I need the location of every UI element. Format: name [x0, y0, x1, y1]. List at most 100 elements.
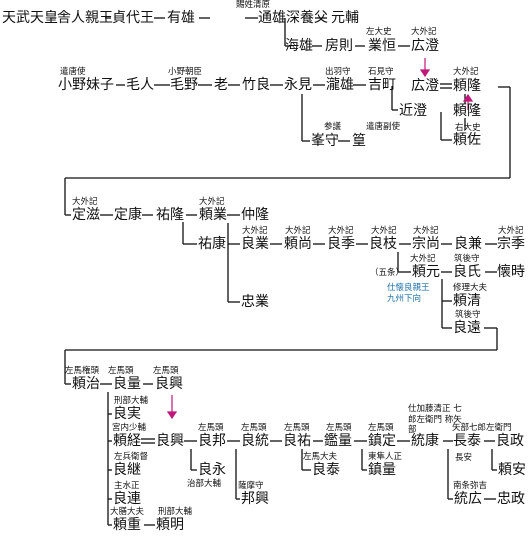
person-yorishige: 頼重 — [113, 517, 141, 533]
person-kenu: 毛野 — [170, 77, 198, 93]
note-kanenaga-2: 九州下向 — [387, 294, 422, 304]
person-narisune: 業恒 — [368, 38, 396, 54]
person-yoshimune: 良統 — [241, 433, 269, 449]
person-shizusada: 鎮定 — [368, 433, 396, 449]
person-shizukazu: 鎮量 — [368, 462, 396, 478]
title-hirozumi: 大外記 — [411, 27, 437, 37]
title-yoshitsura: 主水正 — [114, 481, 140, 491]
person-sukeyasu: 祐康 — [198, 236, 226, 252]
title-yoshinaga: 治部大輔 — [187, 479, 222, 489]
title-imoko: 遣唐使 — [60, 67, 86, 77]
title-yoshikazu: 左馬頭 — [108, 366, 134, 376]
title-yoshiyuki: 石見守 — [368, 67, 394, 77]
person-munesue: 宗季 — [497, 236, 525, 252]
person-takio: 瀧雄 — [326, 77, 354, 93]
title-yoritsune: 宮内少輔 — [112, 423, 147, 433]
person-yoshikuni: 良邦 — [198, 433, 226, 449]
person-sukedaka: 祐隆 — [156, 207, 184, 223]
person-oyu: 老 — [214, 77, 228, 93]
person-yoritaka: 頼隆 — [453, 78, 481, 94]
title-yoshinari: 大外記 — [242, 226, 268, 236]
title-yoshimune: 左馬頭 — [241, 423, 267, 433]
person-aritsugu: 有雄 — [167, 10, 195, 26]
person-yoshikane: 良兼 — [454, 236, 482, 252]
person-toneri: 舎人親王 — [57, 10, 113, 26]
title-shizusada: 左馬頭 — [368, 423, 394, 433]
title-yorishige: 大膳大夫 — [110, 507, 145, 517]
title-yorikiyo: 修理大夫 — [453, 283, 488, 293]
title-yoriaki: 刑部大輔 — [158, 507, 193, 517]
title-munesue: 大外記 — [498, 226, 524, 236]
title-yorimoto: 大外記 — [410, 254, 436, 264]
person-yoshisuke: 良祐 — [283, 433, 311, 449]
title-yoriharu: 左馬権頭 — [65, 366, 100, 376]
person-minemori: 峯守 — [311, 133, 339, 149]
person-nagayasu-alias: 長安 — [455, 453, 473, 463]
title-yoshikuni: 左馬頭 — [198, 423, 224, 433]
title-munehiro: 南条弥吉 — [453, 481, 488, 491]
person-yoshieda: 良枝 — [369, 236, 397, 252]
person-tadamasa: 忠政 — [497, 491, 525, 507]
person-motosuke: 元輔 — [331, 10, 359, 26]
person-yorikiyo: 頼清 — [453, 293, 481, 309]
title-yoritaka: 大外記 — [453, 67, 479, 77]
person-nakataka: 仲隆 — [241, 207, 269, 223]
person-yoritsune: 頼経 — [113, 433, 141, 449]
person-yoshitoki: 懐時 — [497, 264, 525, 280]
person-nagami: 永見 — [284, 77, 312, 93]
person-yoshinaga: 良永 — [198, 462, 226, 478]
title-noriyasu: 仕加藤清正 七郎左衛門 称矢部 — [408, 404, 462, 436]
title-yoshitsugu: 左兵衛督 — [114, 452, 149, 462]
title-kuniaki: 薩摩守 — [238, 481, 264, 491]
title-yoshisuke: 左馬頭 — [284, 423, 310, 433]
title-munenao: 大外記 — [413, 226, 439, 236]
person-takara: 竹良 — [242, 77, 270, 93]
person-sadayo: 貞代王 — [112, 10, 154, 26]
person-kanryo: 鑑量 — [324, 433, 352, 449]
title-yorinari: 大外記 — [199, 197, 225, 207]
person-takamura: 篁 — [352, 133, 366, 149]
person-hirozumi-2: 広澄 — [411, 78, 439, 94]
person-yoshizane: 良実 — [113, 406, 141, 422]
title-yoshiuji: 筑後守 — [454, 254, 480, 264]
person-yoshito: 良遠 — [453, 320, 481, 336]
title-minemori: 参議 — [324, 122, 342, 132]
title-yoshioki: 左馬頭 — [153, 366, 179, 376]
person-yoshitsura: 良連 — [113, 491, 141, 507]
title-yorisuke: 右大史 — [455, 123, 481, 133]
title-takamura: 遣唐副使 — [366, 122, 401, 132]
person-noriyasu: 統康 — [411, 433, 439, 449]
person-yoshioki: 良興 — [155, 376, 183, 392]
person-yoshimasa: 良政 — [496, 433, 524, 449]
person-hirozumi: 広澄 — [411, 38, 439, 54]
person-sadashige: 定滋 — [72, 207, 100, 223]
title-sadashige: 大外記 — [72, 197, 98, 207]
person-yoriharu: 頼治 — [72, 376, 100, 392]
person-kuniaki: 邦興 — [241, 491, 269, 507]
title-kanryo: 左馬頭 — [326, 423, 352, 433]
person-munenao: 宗尚 — [412, 236, 440, 252]
person-yoshikazu: 良量 — [113, 376, 141, 392]
person-munehiro: 統広 — [454, 491, 482, 507]
person-michio: 通雄 — [258, 10, 286, 26]
title-yoshizane: 刑部大輔 — [114, 396, 149, 406]
person-tenmu: 天武天皇 — [2, 10, 58, 26]
person-yorinao: 頼尚 — [284, 236, 312, 252]
person-yorimoto: 頼元 — [412, 264, 440, 280]
title-nagayasu: 矢部七郎左衛門 — [452, 423, 512, 433]
person-yoshitsugu: 良継 — [113, 462, 141, 478]
person-fukayabu: 深養父 — [286, 10, 328, 26]
person-yoritaka-2: 頼隆 — [453, 103, 481, 119]
title-yoshieda: 大外記 — [371, 226, 397, 236]
person-yorinari: 頼業 — [199, 207, 227, 223]
title-yorinao: 大外記 — [285, 226, 311, 236]
person-yoriaki: 頼明 — [156, 517, 184, 533]
note-kanenaga-1: 仕懐良親王 — [387, 283, 430, 293]
person-emishi: 毛人 — [126, 77, 154, 93]
person-imoko: 小野妹子 — [58, 77, 114, 93]
person-fusanori: 房則 — [325, 38, 353, 54]
person-nagayasu: 長泰 — [453, 433, 481, 449]
title-takio: 出羽守 — [325, 67, 351, 77]
title-yoshito: 筑後守 — [455, 310, 481, 320]
